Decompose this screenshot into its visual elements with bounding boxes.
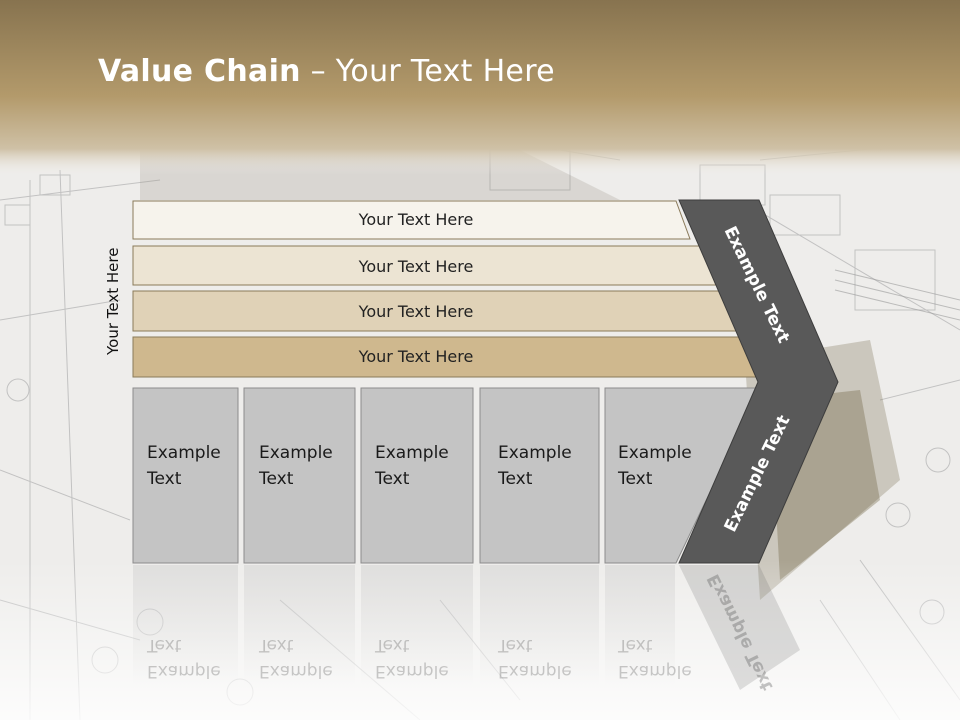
box-2-text: Example Text	[259, 440, 333, 492]
box-5-line2: Text	[618, 469, 653, 489]
bar-1[interactable]	[132, 200, 691, 240]
bar-1-label: Your Text Here	[358, 210, 474, 229]
title-bold: Value Chain	[98, 54, 301, 89]
box-3-line1: Example	[375, 443, 449, 463]
box-2[interactable]	[243, 387, 356, 564]
box-3-reflection: Example Text	[375, 635, 449, 681]
bar-2-label: Your Text Here	[358, 257, 474, 276]
box-2-line2: Text	[259, 469, 294, 489]
box-4-text: Example Text	[498, 440, 572, 492]
box-3-text: Example Text	[375, 440, 449, 492]
box-3-line2: Text	[375, 469, 410, 489]
box-2-reflection: Example Text	[259, 635, 333, 681]
box-1-text: Example Text	[147, 440, 221, 492]
chevron-arrow[interactable]	[678, 199, 839, 564]
title-rest: – Your Text Here	[300, 54, 555, 89]
box-5[interactable]	[604, 387, 761, 564]
box-4-reflection: Example Text	[498, 635, 572, 681]
bar-3-label: Your Text Here	[358, 302, 474, 321]
box-5-reflection: Example Text	[618, 635, 692, 681]
box-4-line2: Text	[498, 469, 533, 489]
page-title: Value Chain – Your Text Here	[98, 54, 555, 89]
box-5-line1: Example	[618, 443, 692, 463]
box-4[interactable]	[479, 387, 600, 564]
box-3[interactable]	[360, 387, 474, 564]
box-5-text: Example Text	[618, 440, 692, 492]
box-1-line2: Text	[147, 469, 182, 489]
box-1-reflection: Example Text	[147, 635, 221, 681]
box-1-line1: Example	[147, 443, 221, 463]
box-2-line1: Example	[259, 443, 333, 463]
bar-4-label: Your Text Here	[358, 347, 474, 366]
box-1[interactable]	[132, 387, 239, 564]
box-4-line1: Example	[498, 443, 572, 463]
